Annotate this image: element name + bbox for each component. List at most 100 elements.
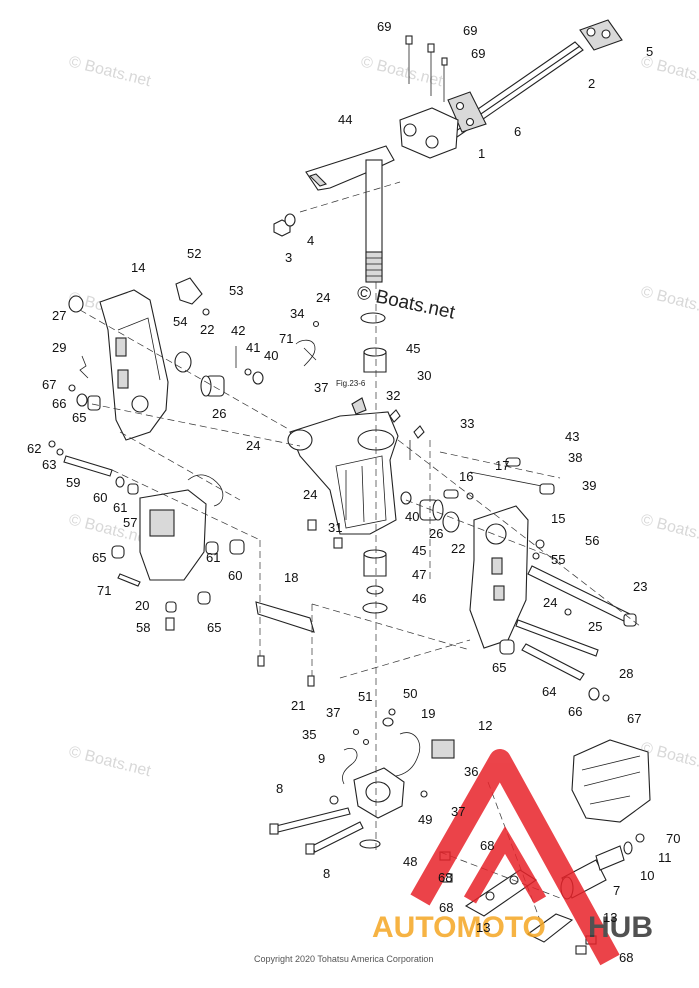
washer-22-left bbox=[174, 351, 192, 373]
part-label-13: 13 bbox=[476, 920, 490, 935]
part-label-65: 65 bbox=[207, 620, 221, 635]
part-label-69: 69 bbox=[377, 19, 391, 34]
part-11 bbox=[623, 841, 633, 855]
part-steering-shaft bbox=[365, 159, 383, 283]
part-label-3: 3 bbox=[285, 250, 292, 265]
bolts-69 bbox=[405, 35, 448, 102]
part-label-45: 45 bbox=[406, 341, 420, 356]
part-70 bbox=[635, 833, 645, 843]
part-label-68: 68 bbox=[480, 838, 494, 853]
part-16 bbox=[443, 489, 459, 499]
part-label-48: 48 bbox=[403, 854, 417, 869]
part-67-right bbox=[602, 694, 610, 702]
part-label-61: 61 bbox=[206, 550, 220, 565]
part-35-wire bbox=[342, 748, 358, 785]
part-plate-13-right bbox=[526, 913, 574, 943]
part-swivel-bracket bbox=[287, 397, 399, 535]
part-label-49: 49 bbox=[418, 812, 432, 827]
part-label-55: 55 bbox=[551, 552, 565, 567]
part-label-68: 68 bbox=[438, 870, 452, 885]
part-bushing-45-lower bbox=[363, 549, 387, 577]
part-label-8: 8 bbox=[276, 781, 283, 796]
part-label-6: 6 bbox=[514, 124, 521, 139]
part-label-36: 36 bbox=[464, 764, 478, 779]
part-9 bbox=[329, 795, 339, 805]
part-shaft-23 bbox=[527, 565, 637, 627]
part-label-37: 37 bbox=[314, 380, 328, 395]
part-rod-59 bbox=[48, 440, 113, 477]
part-65-mid bbox=[111, 545, 125, 559]
part-steering-rod bbox=[435, 41, 584, 147]
part-37-a bbox=[352, 728, 360, 736]
part-50 bbox=[388, 708, 396, 716]
part-shaft-28 bbox=[515, 619, 599, 657]
bolts-31 bbox=[307, 519, 343, 549]
part-label-24: 24 bbox=[303, 487, 317, 502]
part-label-59: 59 bbox=[66, 475, 80, 490]
part-clamp-bracket-14 bbox=[99, 289, 169, 441]
part-label-28: 28 bbox=[619, 666, 633, 681]
part-60-left bbox=[115, 476, 125, 488]
part-label-66: 66 bbox=[52, 396, 66, 411]
part-label-24: 24 bbox=[316, 290, 330, 305]
part-label-54: 54 bbox=[173, 314, 187, 329]
part-label-64: 64 bbox=[542, 684, 556, 699]
part-label-47: 47 bbox=[412, 567, 426, 582]
logo-text-automoto: AUTOMOTO bbox=[372, 911, 546, 944]
part-label-37: 37 bbox=[326, 705, 340, 720]
watermark-text: © Boats.net bbox=[639, 511, 699, 548]
bolt-21-b bbox=[307, 675, 315, 687]
washer-27 bbox=[68, 295, 84, 313]
part-washer-4 bbox=[284, 213, 296, 227]
part-71-lower bbox=[117, 573, 141, 587]
part-40-right bbox=[400, 491, 412, 505]
part-label-62: 62 bbox=[27, 441, 41, 456]
part-label-15: 15 bbox=[551, 511, 565, 526]
part-67-left bbox=[68, 384, 76, 392]
part-51 bbox=[362, 738, 370, 746]
part-label-34: 34 bbox=[290, 306, 304, 321]
bolts-8 bbox=[269, 807, 364, 855]
part-label-22: 22 bbox=[451, 541, 465, 556]
part-56 bbox=[535, 539, 545, 549]
part-label-63: 63 bbox=[42, 457, 56, 472]
part-label-4: 4 bbox=[307, 233, 314, 248]
part-66-left bbox=[76, 393, 88, 407]
part-label-25: 25 bbox=[588, 619, 602, 634]
part-label-50: 50 bbox=[403, 686, 417, 701]
part-47 bbox=[366, 585, 384, 595]
part-label-10: 10 bbox=[640, 868, 654, 883]
part-29-pin bbox=[79, 355, 89, 379]
part-plate-18 bbox=[255, 601, 315, 633]
part-label-44: 44 bbox=[338, 112, 352, 127]
copyright-text: Copyright 2020 Tohatsu America Corporati… bbox=[254, 954, 433, 964]
part-label-2: 2 bbox=[588, 76, 595, 91]
part-label-8: 8 bbox=[323, 866, 330, 881]
part-20 bbox=[165, 601, 177, 613]
part-bushing-45-upper bbox=[363, 347, 387, 373]
part-plate-5 bbox=[579, 19, 623, 51]
part-12 bbox=[431, 739, 455, 759]
part-55 bbox=[532, 552, 540, 560]
part-label-71: 71 bbox=[279, 331, 293, 346]
part-65-left bbox=[87, 395, 101, 411]
part-label-7: 7 bbox=[613, 883, 620, 898]
part-label-37: 37 bbox=[451, 804, 465, 819]
part-label-35: 35 bbox=[302, 727, 316, 742]
part-34-wire bbox=[295, 339, 316, 367]
part-26-right bbox=[419, 499, 444, 521]
logo-text-hub: HUB bbox=[588, 911, 653, 944]
part-label-58: 58 bbox=[136, 620, 150, 635]
part-40-left bbox=[252, 371, 264, 385]
part-label-23: 23 bbox=[633, 579, 647, 594]
part-label-22: 22 bbox=[200, 322, 214, 337]
part-71-pin bbox=[303, 347, 317, 361]
part-65-low bbox=[197, 591, 211, 605]
part-label-27: 27 bbox=[52, 308, 66, 323]
part-label-5: 5 bbox=[646, 44, 653, 59]
part-label-26: 26 bbox=[212, 406, 226, 421]
part-60-right bbox=[229, 539, 245, 555]
part-label-65: 65 bbox=[72, 410, 86, 425]
part-19-washer bbox=[382, 717, 394, 727]
watermark-text: © Boats.net bbox=[67, 743, 153, 780]
